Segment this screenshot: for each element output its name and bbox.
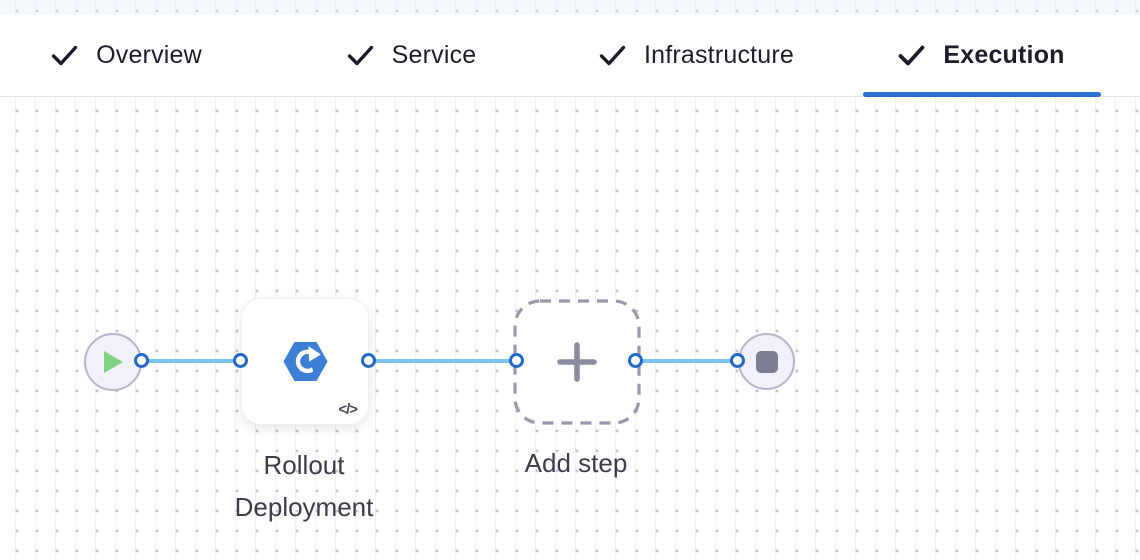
active-tab-indicator — [862, 92, 1101, 97]
edge-addstep-to-end — [635, 359, 738, 363]
connector-addstep-out[interactable] — [628, 353, 643, 368]
connector-end-in[interactable] — [730, 353, 745, 368]
tab-label: Service — [391, 41, 477, 69]
check-icon — [347, 45, 373, 66]
tab-label: Infrastructure — [643, 41, 795, 69]
add-step-button[interactable] — [513, 299, 641, 425]
end-node[interactable] — [738, 333, 795, 390]
check-icon — [599, 45, 626, 66]
tab-overview[interactable]: Overview — [0, 15, 269, 96]
canvas-top-tint — [0, 0, 1140, 15]
tab-label: Overview — [96, 41, 202, 69]
rollout-deployment-icon — [282, 342, 328, 381]
pipeline-stage-tabbar: Overview Service Infrastructure Executio… — [0, 15, 1140, 97]
rollout-step-label: Rollout Deployment — [234, 450, 374, 522]
stop-icon — [755, 350, 778, 373]
connector-start-out[interactable] — [134, 353, 149, 368]
plus-icon — [557, 342, 597, 382]
tab-service[interactable]: Service — [269, 15, 554, 96]
connector-addstep-in[interactable] — [509, 353, 524, 368]
start-node[interactable] — [84, 333, 142, 391]
connector-rollout-out[interactable] — [361, 353, 376, 368]
play-icon — [104, 351, 123, 373]
connector-rollout-in[interactable] — [233, 353, 248, 368]
check-icon — [51, 45, 78, 66]
edge-rollout-to-addstep — [368, 359, 517, 363]
code-view-icon: </> — [338, 401, 358, 418]
tab-label: Execution — [943, 41, 1065, 69]
tab-execution[interactable]: Execution — [839, 15, 1124, 97]
tab-infrastructure[interactable]: Infrastructure — [554, 15, 839, 96]
check-icon — [898, 45, 925, 66]
edge-start-to-rollout — [141, 359, 241, 363]
rollout-deployment-step-node[interactable]: </> — [241, 298, 369, 425]
add-step-label: Add step — [524, 448, 628, 478]
